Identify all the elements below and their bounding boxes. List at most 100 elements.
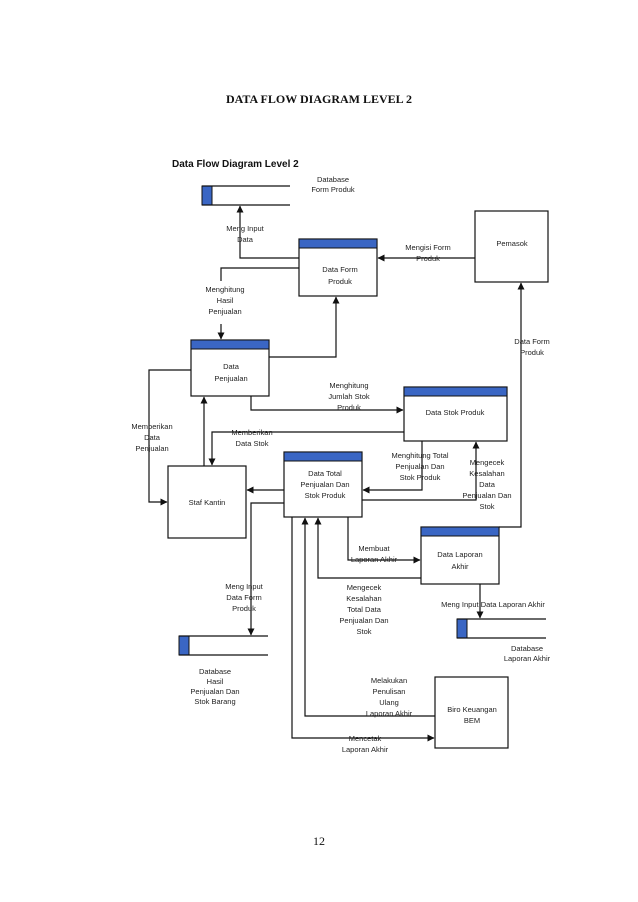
label-line: Produk — [337, 403, 361, 412]
label-line: Penjualan Dan — [300, 480, 349, 489]
page-title: DATA FLOW DIAGRAM LEVEL 2 — [225, 92, 413, 106]
label-line: Meng Input — [226, 224, 264, 233]
label-line: Data — [237, 235, 254, 244]
label-line: Jumlah Stok — [328, 392, 370, 401]
label-line: Laporan Akhir — [342, 745, 389, 754]
label-line: Produk — [416, 254, 440, 263]
label-line: Biro Keuangan — [447, 705, 497, 714]
label-line: Penulisan — [373, 687, 406, 696]
label-line: Data Total — [308, 469, 342, 478]
label-line: Mengecek — [347, 583, 382, 592]
label-line: Data Form — [322, 265, 357, 274]
label-line: Penjualan Dan — [395, 462, 444, 471]
label-line: Kesalahan — [346, 594, 381, 603]
svg-text:Data Stok Produk: Data Stok Produk — [426, 408, 485, 417]
label-line: Data Form — [514, 337, 549, 346]
label-line: Membuat — [358, 544, 390, 553]
label-line: Data Stok Produk — [426, 408, 485, 417]
label-line: Penjualan — [214, 374, 247, 383]
label-line: Memberikan — [231, 428, 272, 437]
label-line: Data Form — [226, 593, 261, 602]
label-line: Stok Barang — [194, 697, 235, 706]
diagram-title: Data Flow Diagram Level 2 — [172, 159, 299, 170]
label-line: Mengisi Form — [405, 243, 450, 252]
label-line: Form Produk — [311, 185, 355, 194]
label-line: Stok — [356, 627, 371, 636]
label-line: Database — [199, 667, 231, 676]
label-line: Laporan Akhir — [504, 654, 551, 663]
label-line: Database — [511, 644, 543, 653]
label-line: Hasil — [217, 296, 234, 305]
label-line: Produk — [520, 348, 544, 357]
label-line: Stok — [479, 502, 494, 511]
label-line: Penjualan — [208, 307, 241, 316]
label-line: Memberikan — [131, 422, 172, 431]
flow-lines — [148, 205, 525, 742]
label-line: Hasil — [207, 677, 224, 686]
label-line: Database — [317, 175, 349, 184]
label-line: Stok Produk — [305, 491, 346, 500]
label-line: Penjualan — [135, 444, 168, 453]
label-line: Ulang — [379, 698, 399, 707]
label-line: Penjualan Dan — [190, 687, 239, 696]
label-line: Data — [223, 362, 240, 371]
label-line: Kesalahan — [469, 469, 504, 478]
label-line: Mengecek — [470, 458, 505, 467]
label-line: Data — [479, 480, 496, 489]
label-line: Total Data — [347, 605, 382, 614]
flow-label-meng-input-laporan: Meng Input Data Laporan Akhir — [441, 600, 545, 609]
label-line: Produk — [328, 277, 352, 286]
label-line: Stok Produk — [400, 473, 441, 482]
label-line: Menghitung — [205, 285, 244, 294]
label-line: Melakukan — [371, 676, 407, 685]
label-line: Laporan Akhir — [351, 555, 398, 564]
svg-text:Staf Kantin: Staf Kantin — [189, 498, 226, 507]
label-line: Data Laporan — [437, 550, 482, 559]
page-number: 12 — [313, 834, 325, 848]
label-line: Staf Kantin — [189, 498, 226, 507]
label-line: Laporan Akhir — [366, 709, 413, 718]
label-line: Mencetak — [349, 734, 382, 743]
entity-pemasok: Pemasok — [474, 210, 549, 283]
label-line: Penjualan Dan — [462, 491, 511, 500]
label-line: Produk — [232, 604, 256, 613]
entity-staf-kantin: Staf Kantin — [167, 465, 247, 539]
label-line: Penjualan Dan — [339, 616, 388, 625]
label-line: Data — [144, 433, 161, 442]
label-line: Akhir — [451, 562, 469, 571]
label-line: Meng Input Data Laporan Akhir — [441, 600, 545, 609]
svg-text:Pemasok: Pemasok — [496, 239, 528, 248]
process-data-stok-produk: Data Stok Produk — [403, 386, 508, 442]
label-line: BEM — [464, 716, 480, 725]
